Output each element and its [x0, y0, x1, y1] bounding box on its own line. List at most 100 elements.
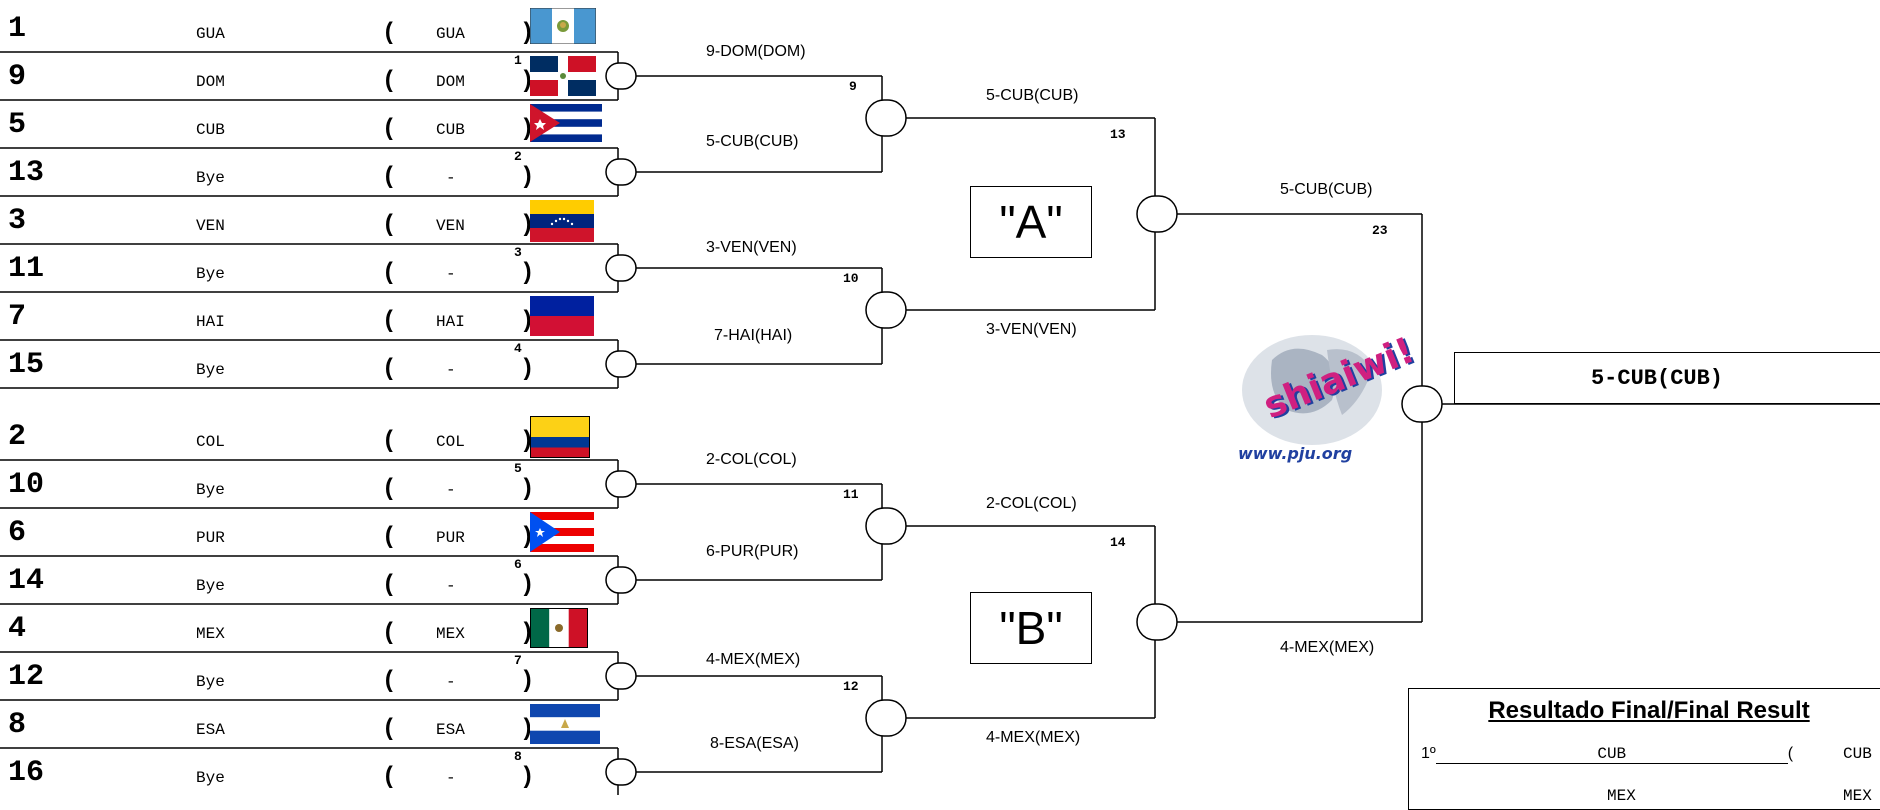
match-winner-label: 4-MEX(MEX)	[986, 729, 1081, 746]
team-code: CUB	[436, 121, 465, 139]
match-number: 12	[843, 679, 859, 694]
team-code: GUA	[436, 25, 465, 43]
paren-close: )	[520, 476, 535, 503]
team-name: HAI	[196, 313, 225, 331]
dominican-republic-flag-icon	[530, 56, 596, 96]
seed-number: 6	[8, 516, 27, 550]
team-name: Bye	[196, 169, 225, 187]
paren-open: (	[382, 356, 397, 383]
colombia-flag-icon	[530, 416, 590, 458]
match-winner-label: 8-ESA(ESA)	[710, 735, 799, 752]
team-name: Bye	[196, 361, 225, 379]
match-winner-label: 2-COL(COL)	[706, 451, 797, 468]
seed-number: 14	[8, 564, 45, 598]
judo-throw-logo-icon: shiaiwi! www.pju.org	[1232, 320, 1420, 470]
team-code: COL	[436, 433, 465, 451]
match-winner-label: 6-PUR(PUR)	[706, 543, 799, 560]
pool-b-label: "B"	[970, 592, 1092, 664]
seed-number: 8	[8, 708, 27, 742]
team-code: -	[446, 673, 456, 691]
paren-open: (	[382, 620, 397, 647]
team-code: PUR	[436, 529, 465, 547]
pool-a-label: "A"	[970, 186, 1092, 258]
match-number: 11	[843, 487, 859, 502]
place-code: CUB	[1843, 745, 1872, 763]
match-number: 5	[514, 461, 522, 476]
match-winner-label: 5-CUB(CUB)	[1280, 181, 1373, 198]
team-code: -	[446, 265, 456, 283]
team-code: -	[446, 481, 456, 499]
seed-number: 10	[8, 468, 45, 502]
team-name: Bye	[196, 577, 225, 595]
team-name: DOM	[196, 73, 225, 91]
haiti-flag-icon	[530, 296, 594, 336]
team-name: PUR	[196, 529, 225, 547]
match-number: 13	[1110, 127, 1126, 142]
match-winner-label: 9-DOM(DOM)	[706, 43, 806, 60]
match-number: 7	[514, 653, 522, 668]
seed-number: 12	[8, 660, 45, 694]
el-salvador-flag-icon	[530, 704, 600, 744]
paren-close: )	[520, 764, 535, 791]
match-number: 3	[514, 245, 522, 260]
team-code: MEX	[436, 625, 465, 643]
venezuela-flag-icon	[530, 200, 594, 242]
match-winner-label: 3-VEN(VEN)	[986, 321, 1077, 338]
paren-open: (	[382, 164, 397, 191]
seed-number: 13	[8, 156, 45, 190]
team-name: Bye	[196, 673, 225, 691]
seed-number: 15	[8, 348, 45, 382]
cuba-flag-icon	[530, 104, 602, 142]
paren-open: (	[382, 116, 397, 143]
paren-open: (	[382, 572, 397, 599]
match-number: 14	[1110, 535, 1126, 550]
guatemala-flag-icon	[530, 8, 596, 44]
seed-number: 2	[8, 420, 27, 454]
paren-open: (	[382, 260, 397, 287]
match-number: 10	[843, 271, 859, 286]
match-number: 4	[514, 341, 522, 356]
paren-close: )	[520, 356, 535, 383]
seed-number: 1	[8, 12, 27, 46]
paren-open: (	[382, 68, 397, 95]
paren-close: )	[520, 572, 535, 599]
team-name: Bye	[196, 265, 225, 283]
seed-number: 4	[8, 612, 27, 646]
team-name: VEN	[196, 217, 225, 235]
paren-close: )	[520, 164, 535, 191]
match-winner-label: 7-HAI(HAI)	[714, 327, 793, 344]
seed-number: 3	[8, 204, 27, 238]
seed-number: 9	[8, 60, 27, 94]
paren-open: (	[382, 476, 397, 503]
paren-open: (	[382, 524, 397, 551]
team-code: -	[446, 361, 456, 379]
paren-open: (	[1787, 745, 1794, 762]
team-name: Bye	[196, 481, 225, 499]
logo-url: www.pju.org	[1238, 444, 1353, 463]
seed-number: 16	[8, 756, 45, 790]
match-winner-label: 5-CUB(CUB)	[986, 87, 1079, 104]
team-code: -	[446, 577, 456, 595]
place-name: CUB	[1597, 745, 1627, 763]
match-winner-label: 2-COL(COL)	[986, 495, 1077, 512]
paren-open: (	[382, 212, 397, 239]
paren-open: (	[382, 20, 397, 47]
paren-close: )	[520, 668, 535, 695]
final-result-title: Resultado Final/Final Result	[1488, 697, 1810, 724]
paren-open: (	[382, 668, 397, 695]
team-code: HAI	[436, 313, 465, 331]
match-number: 1	[514, 53, 522, 68]
paren-open: (	[382, 308, 397, 335]
match-number: 9	[849, 79, 857, 94]
team-name: CUB	[196, 121, 225, 139]
match-winner-label: 3-VEN(VEN)	[706, 239, 797, 256]
team-name: ESA	[196, 721, 225, 739]
place-name: MEX	[1607, 787, 1636, 805]
seed-number: 7	[8, 300, 27, 334]
match-winner-label: 4-MEX(MEX)	[1280, 639, 1375, 656]
match-winner-label: 5-CUB(CUB)	[706, 133, 799, 150]
match-number: 6	[514, 557, 522, 572]
